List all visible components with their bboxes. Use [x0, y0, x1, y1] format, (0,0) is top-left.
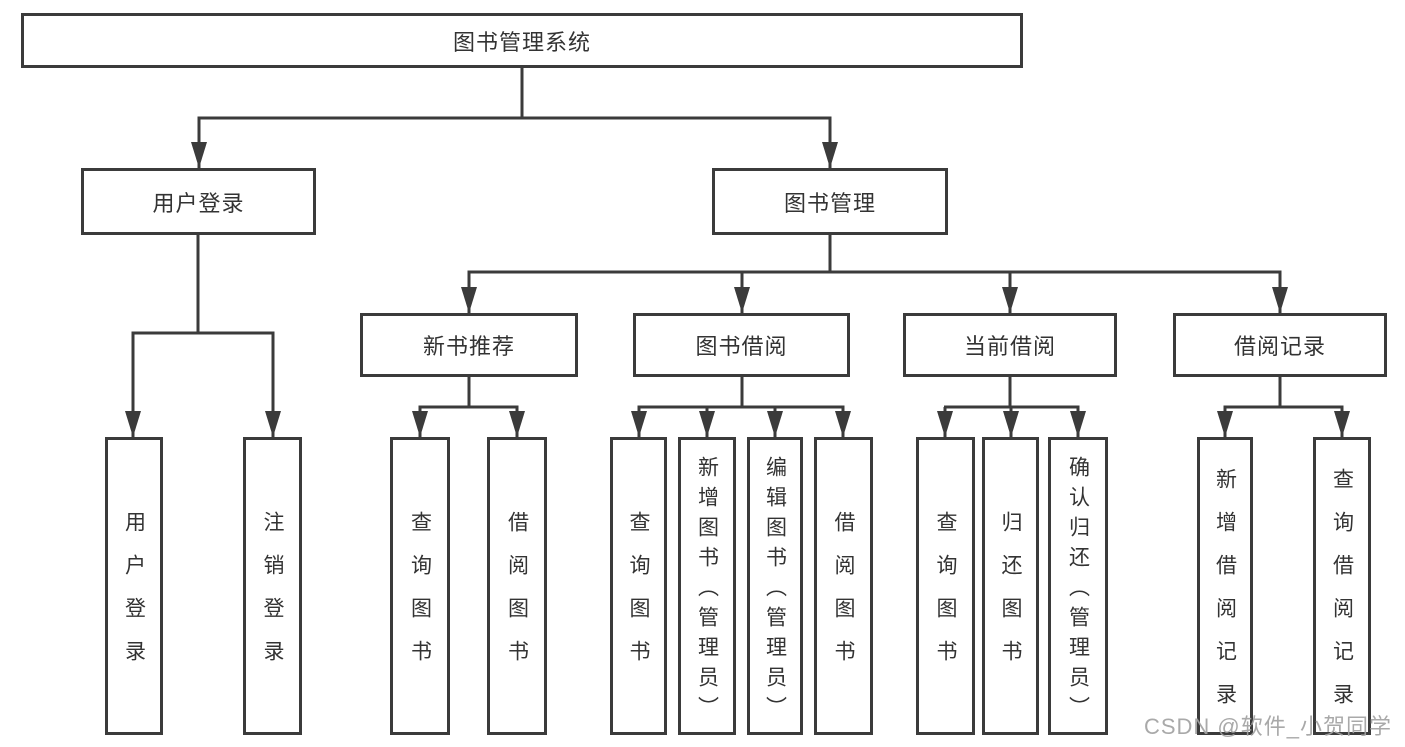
node-current-confirm-return-label: 确认归还（管理员）: [1066, 455, 1090, 726]
node-records-add-record-label: 新增借阅记录: [1213, 468, 1237, 726]
node-borrowing-borrow-book-label: 借阅图书: [832, 511, 855, 683]
node-login: 用户登录: [105, 437, 163, 735]
node-borrowing-records: 借阅记录: [1173, 313, 1387, 377]
node-recommend-borrow-book: 借阅图书: [487, 437, 547, 735]
node-book-borrowing: 图书借阅: [633, 313, 850, 377]
node-current-confirm-return: 确认归还（管理员）: [1048, 437, 1108, 735]
node-current-return-book: 归还图书: [982, 437, 1039, 735]
node-current-query-book: 查询图书: [916, 437, 975, 735]
node-logout-label: 注销登录: [261, 511, 284, 683]
node-book-management: 图书管理: [712, 168, 948, 235]
node-book-management-label: 图书管理: [783, 190, 876, 216]
node-current-query-book-label: 查询图书: [934, 511, 957, 683]
node-user-login-label: 用户登录: [152, 190, 245, 216]
csdn-watermark: CSDN @软件_小贺同学: [1143, 714, 1392, 739]
node-records-query-record: 查询借阅记录: [1313, 437, 1371, 735]
node-root: 图书管理系统: [21, 13, 1023, 68]
node-recommend-query-book-label: 查询图书: [408, 511, 432, 683]
node-borrowing-add-book-label: 新增图书（管理员）: [695, 455, 719, 726]
node-logout: 注销登录: [243, 437, 302, 735]
node-records-query-record-label: 查询借阅记录: [1330, 468, 1354, 726]
node-root-label: 图书管理系统: [452, 29, 591, 55]
node-current-borrowing: 当前借阅: [903, 313, 1117, 377]
node-records-add-record: 新增借阅记录: [1197, 437, 1253, 735]
node-login-label: 用户登录: [122, 511, 146, 683]
node-new-book-recommend: 新书推荐: [360, 313, 578, 377]
node-recommend-query-book: 查询图书: [390, 437, 450, 735]
node-borrowing-add-book: 新增图书（管理员）: [678, 437, 736, 735]
node-recommend-borrow-book-label: 借阅图书: [505, 511, 529, 683]
node-borrowing-edit-book-label: 编辑图书（管理员）: [763, 455, 787, 726]
node-new-book-recommend-label: 新书推荐: [422, 334, 515, 359]
node-user-login: 用户登录: [81, 168, 316, 235]
node-current-borrowing-label: 当前借阅: [963, 334, 1056, 359]
node-book-borrowing-label: 图书借阅: [695, 334, 788, 359]
node-current-return-book-label: 归还图书: [999, 511, 1022, 683]
node-borrowing-edit-book: 编辑图书（管理员）: [747, 437, 803, 735]
node-borrowing-records-label: 借阅记录: [1233, 334, 1326, 359]
node-borrowing-query-book: 查询图书: [610, 437, 667, 735]
node-borrowing-query-book-label: 查询图书: [627, 511, 650, 683]
node-borrowing-borrow-book: 借阅图书: [814, 437, 873, 735]
